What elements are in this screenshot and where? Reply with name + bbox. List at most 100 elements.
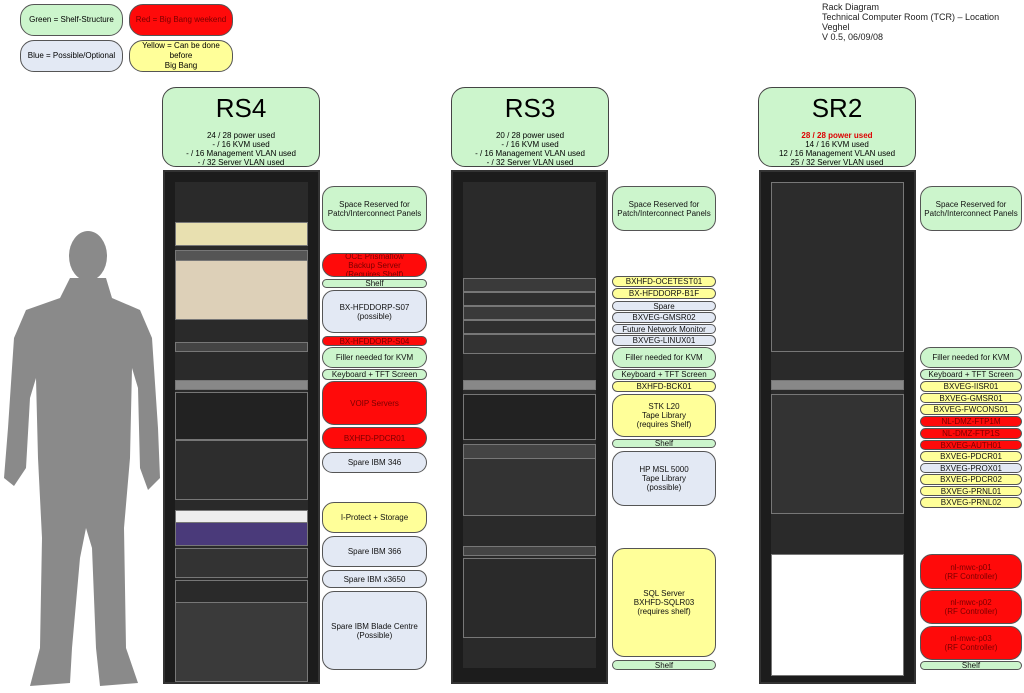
equipment-label: Spare IBM 366 [322, 536, 427, 567]
equipment-label: NL-DMZ-FTP1M [920, 416, 1022, 427]
equipment-label: Spare IBM Blade Centre (Possible) [322, 591, 427, 670]
equipment-label: BXVEG-GMSR01 [920, 393, 1022, 403]
equipment-label: Space Reserved for Patch/Interconnect Pa… [322, 186, 427, 231]
rack-stat: 14 / 16 KVM used [805, 140, 869, 149]
equipment-label: Keyboard + TFT Screen [322, 369, 427, 380]
rack-stat: - / 32 Server VLAN used [486, 158, 574, 167]
equipment-label: BXVEG-PROX01 [920, 463, 1022, 473]
equipment-label: Keyboard + TFT Screen [612, 369, 716, 380]
equipment-label: nl-mwc-p01 (RF Controller) [920, 554, 1022, 589]
rack-equipment [463, 394, 596, 440]
equipment-label: Filler needed for KVM [920, 347, 1022, 368]
equipment-label: Shelf [612, 660, 716, 670]
rack-stats: 24 / 28 power used- / 16 KVM used- / 16 … [163, 131, 319, 167]
rack-equipment [175, 380, 308, 390]
rack-stat: - / 16 Management VLAN used [186, 149, 296, 158]
equipment-label: BXVEG-PRNL01 [920, 486, 1022, 496]
legend-green: Green = Shelf-Structure [20, 4, 123, 36]
equipment-label: OCE Prismaflow Backup Server (Requires S… [322, 253, 427, 277]
rack-name: RS3 [504, 93, 556, 123]
equipment-label: Space Reserved for Patch/Interconnect Pa… [612, 186, 716, 231]
rack-equipment [463, 546, 596, 556]
equipment-label: BXHFD-PDCR01 [322, 427, 427, 449]
diagram-title: Rack Diagram Technical Computer Room (TC… [822, 2, 1024, 42]
equipment-label: Future Network Monitor [612, 324, 716, 334]
equipment-label: STK L20 Tape Library (requires Shelf) [612, 394, 716, 437]
equipment-label: BXVEG-PDCR01 [920, 451, 1022, 462]
equipment-label: BXVEG-IISR01 [920, 381, 1022, 392]
subtitle-line: Technical Computer Room (TCR) – Location… [822, 12, 1000, 32]
rack-equipment [175, 222, 308, 246]
legend-blue: Blue = Possible/Optional [20, 40, 123, 72]
equipment-label: BXVEG-LINUX01 [612, 335, 716, 346]
rack-stat: - / 16 Management VLAN used [475, 149, 585, 158]
rack-equipment [771, 394, 904, 514]
equipment-label: Shelf [920, 661, 1022, 670]
rack-equipment [175, 260, 308, 320]
rack-stat: - / 16 KVM used [212, 140, 270, 149]
equipment-label: BXVEG-PRNL02 [920, 497, 1022, 508]
person-silhouette-icon [4, 231, 160, 686]
equipment-label: Space Reserved for Patch/Interconnect Pa… [920, 186, 1022, 231]
rack-equipment [463, 292, 596, 306]
equipment-label: BX-HFDDORP-B1F [612, 288, 716, 299]
rack-equipment [463, 306, 596, 320]
equipment-label: Filler needed for KVM [322, 347, 427, 368]
equipment-label: BXVEG-AUTH01 [920, 440, 1022, 450]
equipment-label: Spare IBM x3650 [322, 570, 427, 588]
rack-stats: 20 / 28 power used- / 16 KVM used- / 16 … [452, 131, 608, 167]
rack-stat: 25 / 32 Server VLAN used [790, 158, 884, 167]
rack-stat: 24 / 28 power used [206, 131, 276, 140]
version-line: V 0.5, 06/09/08 [822, 32, 884, 42]
equipment-label: BX-HFDDORP-S04 [322, 336, 427, 346]
equipment-label: NL-DMZ-FTP1S [920, 428, 1022, 439]
legend-yellow: Yellow = Can be done before Big Bang [129, 40, 233, 72]
rack-stat: 28 / 28 power used [801, 131, 873, 140]
rack-stat: 12 / 16 Management VLAN used [778, 149, 896, 158]
rack-rs3 [451, 170, 608, 684]
equipment-label: BXHFD-BCK01 [612, 381, 716, 392]
rack-equipment [771, 380, 904, 390]
equipment-label: VOIP Servers [322, 381, 427, 425]
rack-name: RS4 [215, 93, 267, 123]
equipment-label: BXVEG-PDCR02 [920, 474, 1022, 485]
rack-equipment [771, 182, 904, 352]
equipment-label: BX-HFDDORP-S07 (possible) [322, 290, 427, 333]
title-line: Rack Diagram [822, 2, 880, 12]
rack-equipment [175, 602, 308, 682]
rack-equipment [463, 558, 596, 638]
equipment-label: I-Protect + Storage [322, 502, 427, 533]
equipment-label: BXVEG-GMSR02 [612, 312, 716, 323]
rack-stat: - / 32 Server VLAN used [197, 158, 285, 167]
legend-red: Red = Big Bang weekend [129, 4, 233, 36]
equipment-label: HP MSL 5000 Tape Library (possible) [612, 451, 716, 506]
rack-equipment [463, 380, 596, 390]
rack-equipment [175, 342, 308, 352]
equipment-label: Keyboard + TFT Screen [920, 369, 1022, 380]
equipment-label: BXHFD-OCETEST01 [612, 276, 716, 287]
rack-stat: - / 16 KVM used [501, 140, 559, 149]
rack-equipment [463, 334, 596, 354]
rack-equipment [771, 554, 904, 676]
rack-sr2 [759, 170, 916, 684]
equipment-label: Spare IBM 346 [322, 452, 427, 473]
equipment-label: Spare [612, 301, 716, 311]
rack-equipment [175, 548, 308, 578]
rack-equipment [175, 392, 308, 440]
rack-equipment [175, 522, 308, 546]
equipment-label: BXVEG-FWCONS01 [920, 404, 1022, 415]
equipment-label: SQL Server BXHFD-SQLR03 (requires shelf) [612, 548, 716, 657]
rack-stat: 20 / 28 power used [495, 131, 565, 140]
equipment-label: Filler needed for KVM [612, 347, 716, 368]
rack-rs4 [163, 170, 320, 684]
equipment-label: Shelf [612, 439, 716, 448]
rack-equipment [175, 440, 308, 500]
rack-equipment [463, 278, 596, 292]
rack-name: SR2 [811, 93, 863, 123]
rack-equipment [463, 458, 596, 516]
equipment-label: nl-mwc-p03 (RF Controller) [920, 626, 1022, 660]
rack-equipment [463, 320, 596, 334]
